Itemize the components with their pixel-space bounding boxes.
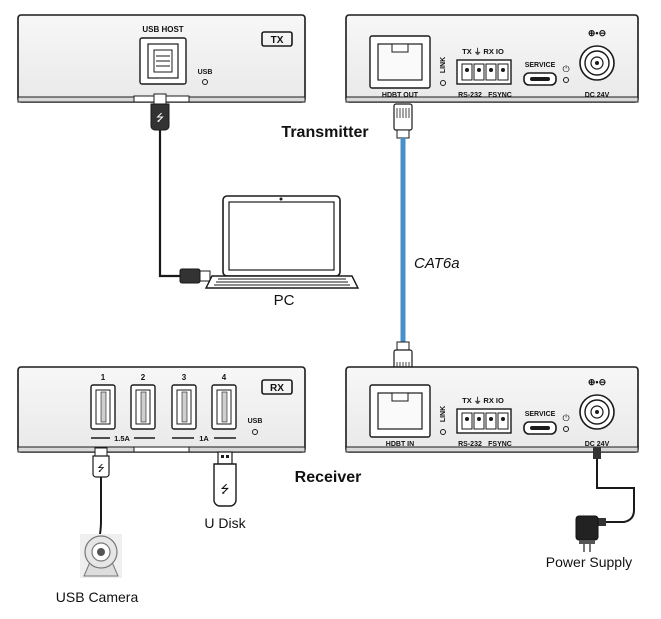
port-2-label: 2 — [141, 373, 146, 382]
tx-dc-jack — [579, 45, 615, 81]
rx-usb-led-label: USB — [248, 418, 263, 425]
usb-symbol-icon-camera: ⭍ — [97, 463, 105, 473]
rx-polarity-icon: ⊕•⊖ — [588, 377, 606, 387]
tx-polarity-icon: ⊕•⊖ — [588, 28, 606, 38]
tx-rear-panel: TX USB HOST USB — [17, 14, 306, 103]
tx-serial-pins-label: TX ⏚ RX IO — [462, 47, 504, 56]
rx-hdbt-port — [369, 384, 431, 438]
tx-rs232-label: RS-232 — [458, 92, 482, 99]
usb-host-port — [139, 37, 187, 85]
u-disk-icon: ⭍ — [213, 451, 237, 507]
usb-symbol-icon-disk: ⭍ — [220, 483, 229, 496]
usb-a-port-2 — [130, 384, 156, 430]
tx-hdbt-port — [369, 35, 431, 89]
port-1-label: 1 — [101, 373, 106, 382]
usb-a-port-4 — [211, 384, 237, 430]
tx-power-symbol-icon: ⏻ — [562, 64, 569, 74]
rx-rear-panel: RX 1 2 3 4 1.5A 1A USB — [17, 366, 306, 453]
transmitter-label: Transmitter — [281, 124, 368, 141]
power-cable — [593, 447, 635, 526]
rx-power-symbol-icon: ⏻ — [562, 413, 569, 423]
rx-badge-frame — [261, 379, 293, 395]
rx-dc-label: DC 24V — [585, 441, 610, 448]
tx-link-led-icon — [440, 80, 446, 86]
current-1a-label: 1A — [199, 434, 209, 443]
tx-hdbt-label: HDBT OUT — [382, 92, 419, 99]
usb-symbol-icon: ⭍ — [156, 112, 164, 124]
tx-usb-led-icon — [202, 79, 208, 85]
rx-service-label: SERVICE — [525, 411, 556, 418]
rx-terminal-block — [456, 408, 512, 434]
rx-link-label: LINK — [440, 406, 447, 422]
cat6a-cable — [393, 103, 413, 377]
tx-badge: TX — [271, 35, 284, 46]
usb-cable-pc: ⭍ — [150, 93, 211, 284]
port-3-label: 3 — [182, 373, 187, 382]
tx-badge-frame — [261, 31, 293, 47]
rx-fsync-label: FSYNC — [488, 441, 512, 448]
rx-rs232-label: RS-232 — [458, 441, 482, 448]
rx-usb-led-icon — [252, 429, 258, 435]
rx-serial-pins-label: TX ⏚ RX IO — [462, 396, 504, 405]
rx-hdbt-label: HDBT IN — [386, 441, 414, 448]
tx-link-label: LINK — [440, 57, 447, 73]
tx-service-label: SERVICE — [525, 62, 556, 69]
rx-front-panel: HDBT IN LINK TX ⏚ RX IO RS-232 FSYNC SER… — [345, 366, 639, 453]
tx-dc-label: DC 24V — [585, 92, 610, 99]
tx-fsync-label: FSYNC — [488, 92, 512, 99]
pc-label: PC — [274, 292, 295, 309]
u-disk-label: U Disk — [204, 515, 246, 531]
tx-usb-led-label: USB — [198, 69, 213, 76]
receiver-label: Receiver — [295, 469, 362, 486]
rx-link-led-icon — [440, 429, 446, 435]
rx-dc-jack — [579, 394, 615, 430]
usb-a-port-1 — [90, 384, 116, 430]
usb-host-label: USB HOST — [142, 25, 183, 34]
laptop-icon — [204, 195, 360, 289]
usb-camera-label: USB Camera — [56, 589, 139, 605]
rx-badge: RX — [270, 383, 284, 394]
rx-power-led-icon — [563, 426, 569, 432]
tx-power-led-icon — [563, 77, 569, 83]
power-supply-label: Power Supply — [546, 554, 632, 570]
current-1-5a-label: 1.5A — [114, 434, 130, 443]
tx-terminal-block — [456, 59, 512, 85]
tx-front-panel: HDBT OUT LINK TX ⏚ RX IO RS-232 FSYNC SE… — [345, 14, 639, 103]
cable-label: CAT6a — [414, 255, 460, 272]
usb-a-port-3 — [171, 384, 197, 430]
usb-camera-cable: ⭍ — [92, 447, 110, 535]
power-adapter-icon — [575, 515, 599, 552]
usb-camera-icon — [80, 534, 122, 578]
port-4-label: 4 — [222, 373, 227, 382]
